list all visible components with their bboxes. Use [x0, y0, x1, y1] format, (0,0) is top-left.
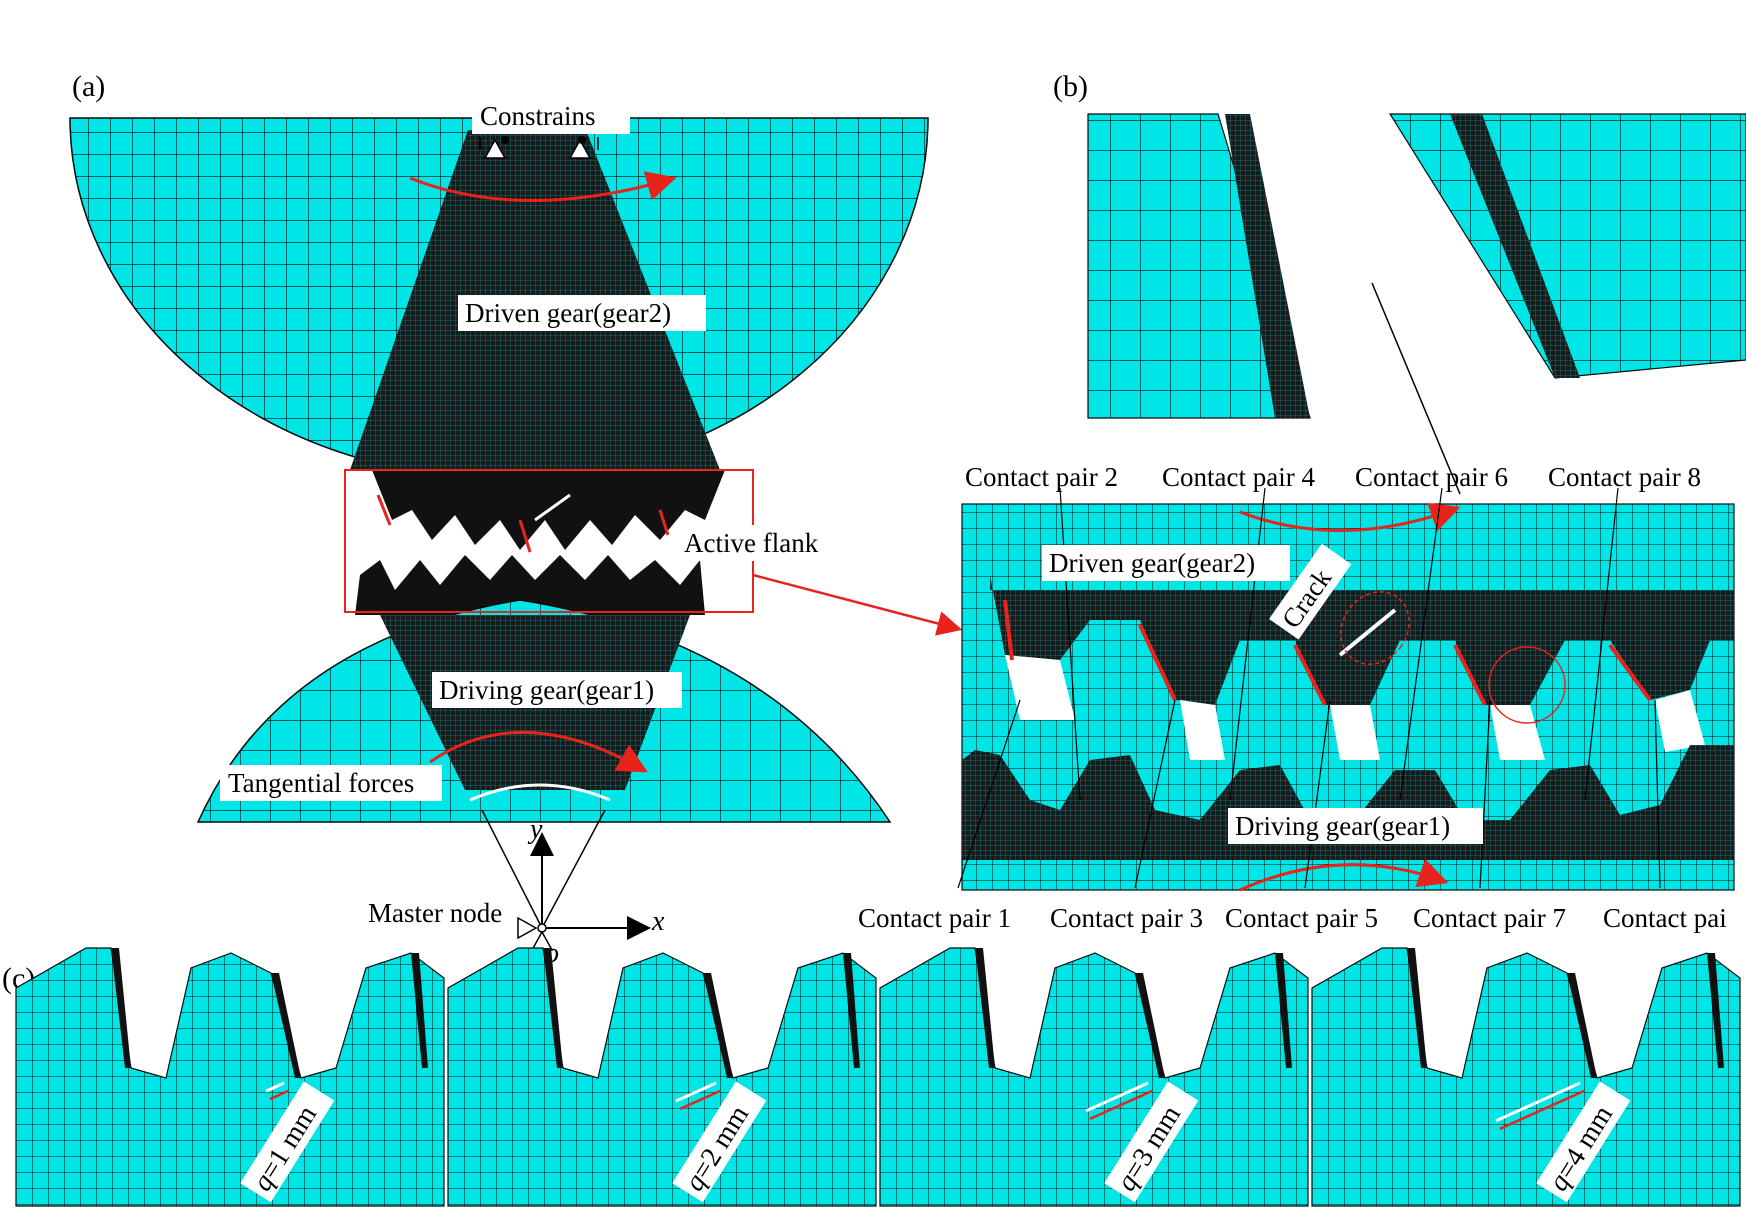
- zoom-driven-gear-label: Driven gear(gear2): [1049, 548, 1255, 578]
- crack-line: [675, 1081, 717, 1103]
- tooth-root-mesh: [15, 947, 445, 1207]
- crack-line: [265, 1081, 285, 1093]
- tooth-flank: [1567, 973, 1597, 1078]
- crack-line: [1085, 1081, 1149, 1113]
- tooth-flank: [975, 948, 995, 1068]
- driving-rotation-arrow: [429, 731, 648, 773]
- tooth-root-mesh: [447, 947, 877, 1207]
- crack-dimension: [679, 1089, 721, 1111]
- contact-pair-1: Contact pair 1: [858, 903, 1011, 933]
- zoom-driving-teeth: [962, 745, 1734, 860]
- crack-length-subpanel-2: q=2 mm: [447, 947, 877, 1207]
- contact-pair-8: Contact pair 8: [1548, 462, 1701, 492]
- contact-pair-6: Contact pair 6: [1355, 462, 1508, 492]
- zoom-connector-arrow: [752, 573, 963, 636]
- crack-length-subpanel-3: q=3 mm: [879, 947, 1309, 1207]
- crack-length-subpanel-1: q=1 mm: [15, 947, 445, 1207]
- contact-pair-2: Contact pair 2: [965, 462, 1118, 492]
- panel-a-letter: (a): [72, 70, 105, 103]
- crack-dimension: [1089, 1089, 1153, 1121]
- axis-y-label: y: [527, 814, 543, 845]
- tooth-flank: [271, 973, 301, 1078]
- tooth-flank: [843, 953, 860, 1068]
- contact-pair-leaders: [957, 487, 1661, 889]
- driven-gear-label: Driven gear(gear2): [465, 298, 671, 328]
- driven-rotation-arrow: [409, 171, 677, 202]
- panel-b-letter: (b): [1053, 70, 1088, 103]
- contact-pair-3: Contact pair 3: [1050, 903, 1203, 933]
- crack-length-subpanel-4: q=4 mm: [1311, 947, 1741, 1207]
- contact-pair-4: Contact pair 4: [1162, 462, 1315, 492]
- tooth-flank: [1135, 973, 1165, 1078]
- driving-gear-label: Driving gear(gear1): [439, 675, 654, 705]
- tooth-flank: [1407, 948, 1427, 1068]
- tooth-root-mesh: [879, 947, 1309, 1207]
- tooth-flank: [703, 973, 733, 1078]
- zoom-driving-gear-label: Driving gear(gear1): [1235, 811, 1450, 841]
- crack-dimension: [269, 1089, 289, 1101]
- crack-dimension: [1499, 1089, 1585, 1130]
- tooth-flank: [111, 948, 131, 1068]
- tooth-root-mesh: [1311, 947, 1741, 1207]
- zoom-mesh-right: [1388, 113, 1746, 379]
- constraint-supports: [479, 136, 599, 159]
- axis-x-label: x: [651, 906, 665, 937]
- contact-pair-5: Contact pair 5: [1225, 903, 1378, 933]
- active-flank-label: Active flank: [684, 528, 819, 558]
- panel-a: (a): [69, 70, 963, 969]
- master-node-coupling: [481, 809, 651, 951]
- driving-gear-teeth: [355, 555, 705, 615]
- tooth-flank: [1275, 953, 1292, 1068]
- constrains-label: Constrains: [480, 101, 596, 131]
- crack-line: [1495, 1081, 1581, 1123]
- master-node-label: Master node: [368, 898, 502, 928]
- tooth-flank: [1707, 953, 1724, 1068]
- panel-b: (b): [858, 70, 1746, 933]
- tooth-flank: [411, 953, 428, 1068]
- tooth-flank: [543, 948, 563, 1068]
- zoom-driven-teeth: [990, 575, 1734, 705]
- tangential-forces-label: Tangential forces: [228, 768, 414, 798]
- crack-line: [1338, 608, 1397, 657]
- contact-pair-7: Contact pair 7: [1413, 903, 1566, 933]
- contact-pair-9: Contact pai: [1603, 903, 1727, 933]
